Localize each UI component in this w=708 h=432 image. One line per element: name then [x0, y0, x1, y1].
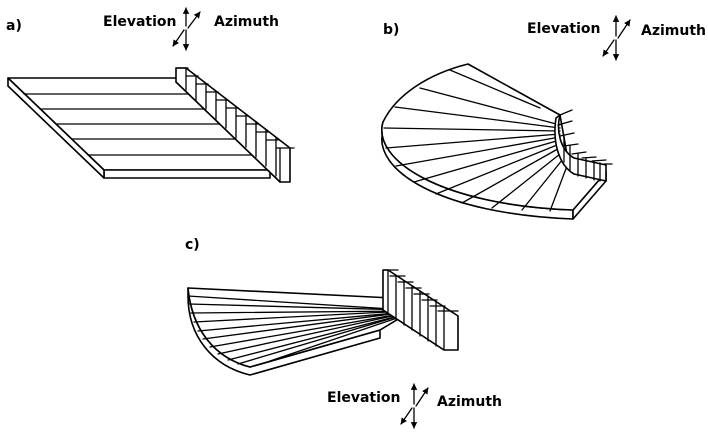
- panel-b-element-wall: [554, 114, 607, 182]
- panel-a-orientation-legend: Elevation Azimuth: [103, 7, 279, 51]
- panel-b-azimuth-label: Azimuth: [641, 23, 706, 39]
- panel-c-orientation-legend: Elevation Azimuth: [327, 383, 502, 429]
- panel-a-azimuth-arrow-up: [187, 11, 201, 29]
- panel-b-slab-top: [381, 63, 607, 211]
- panel-b-azimuth-arrow-up: [617, 19, 631, 39]
- panel-a-azimuth-arrow-down: [172, 29, 185, 47]
- panel-a-elevation-label: Elevation: [103, 14, 177, 30]
- panel-c-azimuth-label: Azimuth: [437, 394, 502, 410]
- panel-b-label: b): [383, 22, 399, 38]
- panel-a-planar-array: [7, 67, 295, 183]
- panel-a-label: a): [6, 18, 22, 34]
- panel-c-sector-array: [187, 269, 459, 376]
- panel-c-slab-top: [187, 287, 411, 368]
- panel-c: c) Elevation Azimuth: [185, 237, 502, 429]
- panel-c-azimuth-arrow-down: [400, 407, 413, 425]
- panel-a-slab-front: [103, 169, 271, 179]
- panel-c-label: c): [185, 237, 200, 253]
- panel-b: b) Elevation Azimuth: [381, 15, 706, 220]
- panel-a: a) Elevation Azimuth: [6, 7, 295, 183]
- panel-a-azimuth-label: Azimuth: [214, 14, 279, 30]
- panel-b-half-cylinder-array: [381, 63, 613, 220]
- panel-b-azimuth-arrow-down: [602, 39, 615, 57]
- panel-c-azimuth-arrow-up: [415, 387, 429, 407]
- panel-b-elevation-label: Elevation: [527, 21, 601, 37]
- panel-c-elevation-label: Elevation: [327, 390, 401, 406]
- panel-b-orientation-legend: Elevation Azimuth: [527, 15, 706, 61]
